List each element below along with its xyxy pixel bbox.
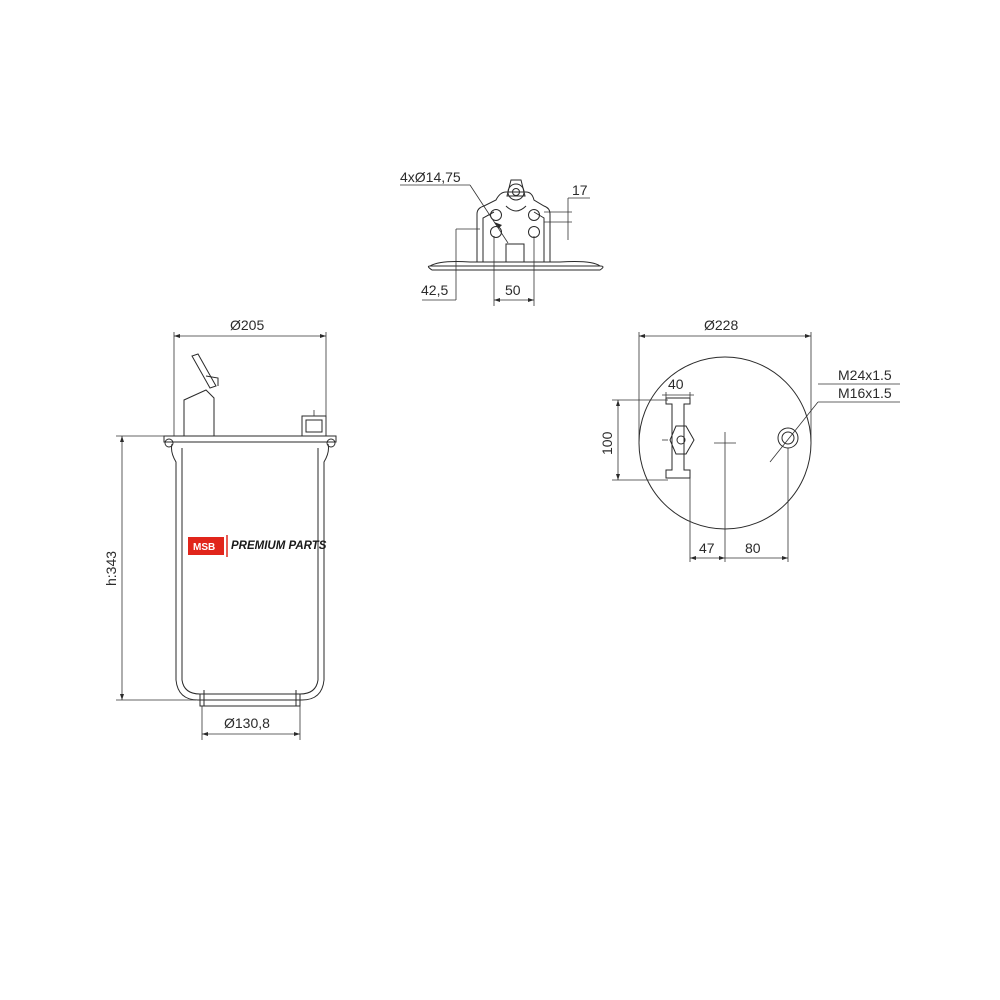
dim-47: 47 <box>699 540 715 556</box>
dim-100: 100 <box>599 431 615 455</box>
dim-40: 40 <box>668 376 684 392</box>
dim-130-8: Ø130,8 <box>224 715 270 731</box>
dim-205-lines <box>173 332 327 436</box>
holes-label: 4xØ14,75 <box>400 169 461 185</box>
logo-text: PREMIUM PARTS <box>231 540 327 552</box>
thread-m16: M16x1.5 <box>838 385 892 401</box>
top-view-plate <box>400 179 604 306</box>
dim-80: 80 <box>745 540 761 556</box>
side-view-bellows <box>163 353 337 707</box>
dim-228: Ø228 <box>704 317 738 333</box>
dim-130-lines <box>201 706 301 740</box>
dim-47-80-lines <box>689 448 789 562</box>
thread-m24: M24x1.5 <box>838 367 892 383</box>
dim-50: 50 <box>505 282 521 298</box>
logo: MSB PREMIUM PARTS <box>188 535 327 557</box>
logo-mark-box <box>188 537 224 555</box>
logo-mark: MSB <box>193 542 215 553</box>
dim-42-5: 42,5 <box>421 282 448 298</box>
dim-343-lines <box>116 435 196 701</box>
dim-100-lines <box>612 399 668 481</box>
dim-228-lines <box>638 332 812 443</box>
dim-17: 17 <box>572 182 588 198</box>
dim-205: Ø205 <box>230 317 264 333</box>
dim-40-lines <box>662 392 694 398</box>
dim-343: h:343 <box>103 551 119 586</box>
